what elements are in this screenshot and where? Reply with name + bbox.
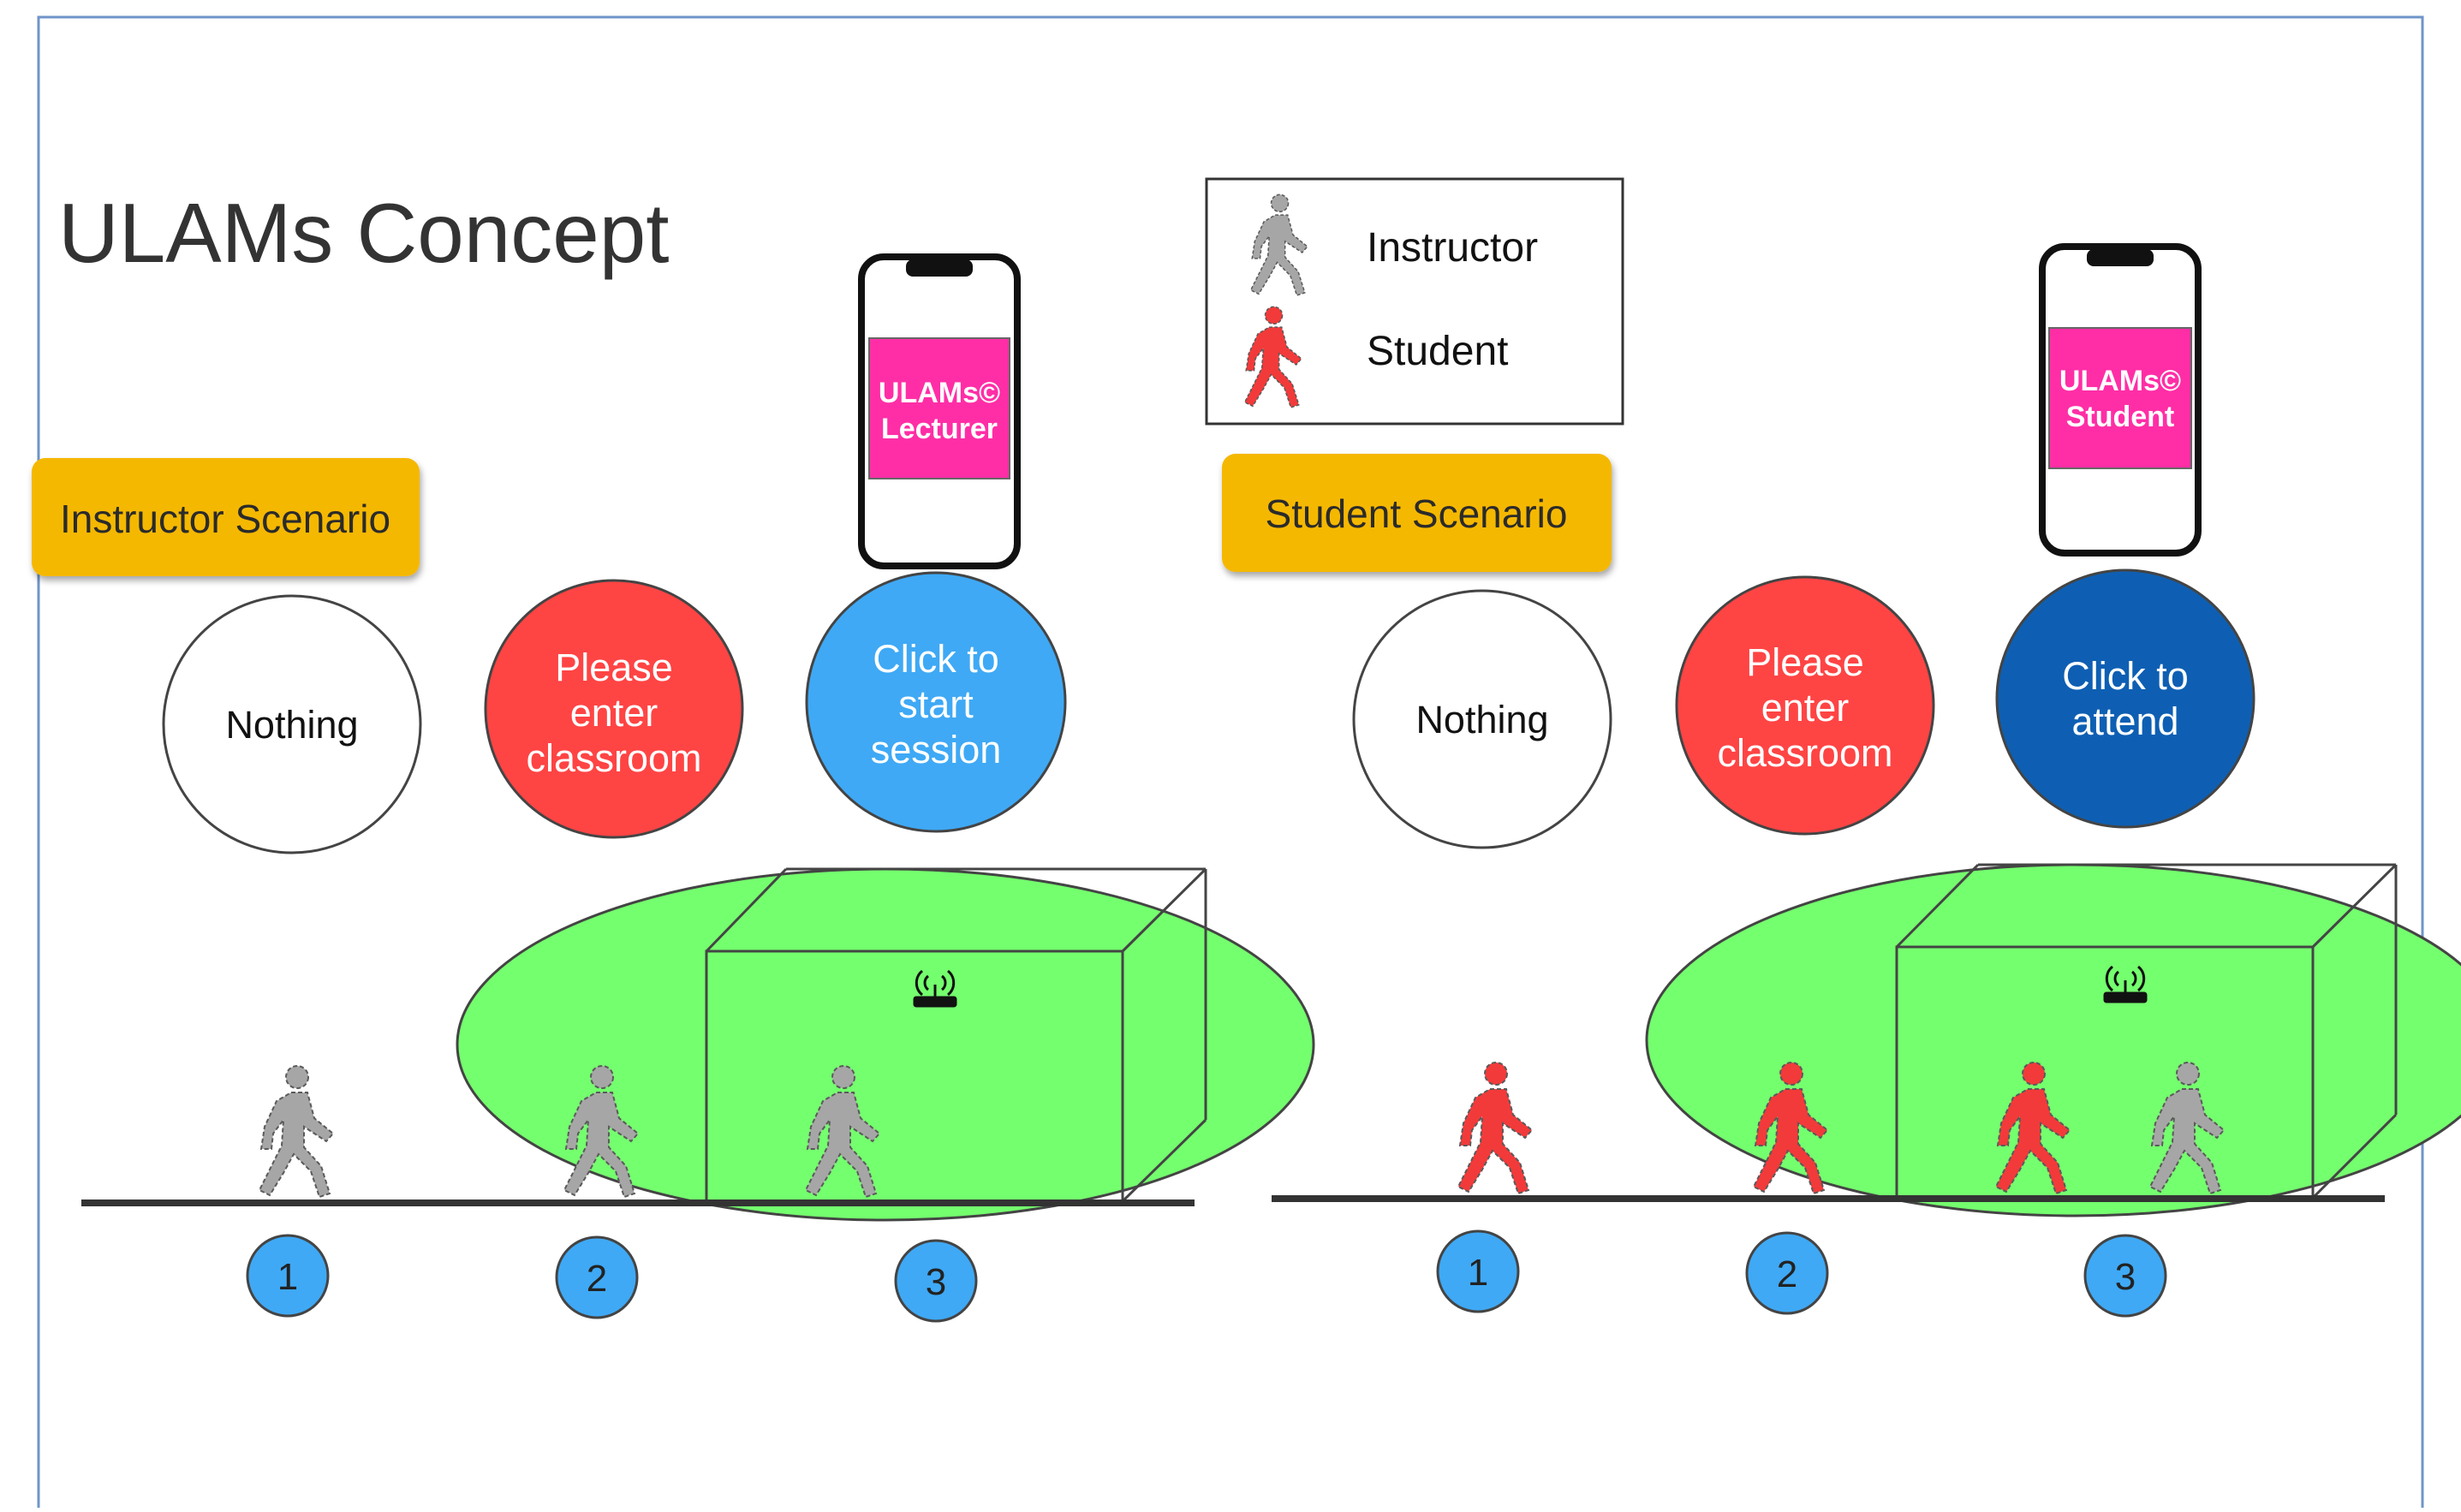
instructor-scenario: Instructor Scenario ULAMs© Lecturer Noth… <box>32 253 1315 1323</box>
wifi-router-icon <box>913 969 957 1008</box>
state-text-line-2: attend <box>2071 699 2178 743</box>
step-number: 3 <box>926 1261 946 1303</box>
student-phone: ULAMs© Student <box>2039 243 2202 557</box>
banner-background <box>1222 454 1612 572</box>
step-marker-3: 3 <box>2083 1234 2167 1318</box>
legend-instructor-label: Instructor <box>1367 225 1538 271</box>
state-text-line-3: session <box>871 728 1002 771</box>
state-text-line-1: Please <box>1746 640 1864 684</box>
state-enter-classroom: Please enter classroom <box>484 579 744 839</box>
classroom-box <box>705 867 1207 1203</box>
state-circle <box>162 594 422 854</box>
step-number: 2 <box>1777 1253 1797 1295</box>
phone-notch <box>906 259 973 277</box>
instructor-scenario-banner: Instructor Scenario <box>32 458 420 576</box>
state-text-line-1: Click to <box>873 637 999 681</box>
step-number: 2 <box>587 1258 607 1300</box>
phone-notch <box>2087 249 2154 266</box>
phone-app-tile <box>868 337 1010 479</box>
wifi-router-icon <box>2103 965 2148 1003</box>
state-text: Nothing <box>1415 698 1548 741</box>
state-text-line-2: start <box>898 682 974 726</box>
state-circle <box>805 571 1067 833</box>
step-number: 1 <box>277 1256 298 1298</box>
legend-box <box>1205 177 1624 426</box>
state-start-session: Click to start session <box>805 571 1067 833</box>
step-marker-2: 2 <box>1745 1231 1829 1315</box>
banner-background <box>32 458 420 576</box>
state-click-to-attend: Click to attend <box>1995 568 2255 829</box>
step-marker-3: 3 <box>894 1239 978 1323</box>
state-nothing: Nothing <box>1352 589 1612 849</box>
phone-app-role: Student <box>2066 401 2175 433</box>
state-circle <box>1675 575 1935 836</box>
lecturer-phone: ULAMs© Lecturer <box>858 253 1021 569</box>
state-text-line-2: enter <box>1761 686 1850 729</box>
step-number: 1 <box>1468 1252 1488 1294</box>
state-circle <box>484 579 744 839</box>
state-text-line-2: enter <box>570 691 658 735</box>
legend-student-label: Student <box>1367 329 1508 374</box>
state-text-line-3: classroom <box>526 736 701 780</box>
phone-app-tile <box>2048 327 2192 469</box>
step-marker-2: 2 <box>555 1235 639 1319</box>
banner-label: Instructor Scenario <box>60 497 390 541</box>
student-scenario: Student Scenario ULAMs© Student Nothing … <box>1222 243 2461 1318</box>
state-text: Nothing <box>225 703 358 747</box>
step-marker-1: 1 <box>246 1234 330 1318</box>
state-text-line-1: Please <box>555 646 673 689</box>
state-text-line-1: Click to <box>2062 654 2189 698</box>
phone-app-name: ULAMs© <box>2059 365 2181 397</box>
state-nothing: Nothing <box>162 594 422 854</box>
banner-label: Student Scenario <box>1266 491 1568 536</box>
step-marker-1: 1 <box>1436 1229 1520 1313</box>
page-title: ULAMs Concept <box>58 186 670 280</box>
state-circle <box>1995 568 2255 829</box>
state-text-line-3: classroom <box>1717 731 1892 775</box>
student-scenario-banner: Student Scenario <box>1222 454 1612 572</box>
step-number: 3 <box>2115 1256 2136 1298</box>
state-circle <box>1352 589 1612 849</box>
state-enter-classroom: Please enter classroom <box>1675 575 1935 836</box>
legend: Instructor Student <box>1205 177 1624 426</box>
phone-app-name: ULAMs© <box>879 377 1000 409</box>
phone-app-role: Lecturer <box>881 413 998 445</box>
